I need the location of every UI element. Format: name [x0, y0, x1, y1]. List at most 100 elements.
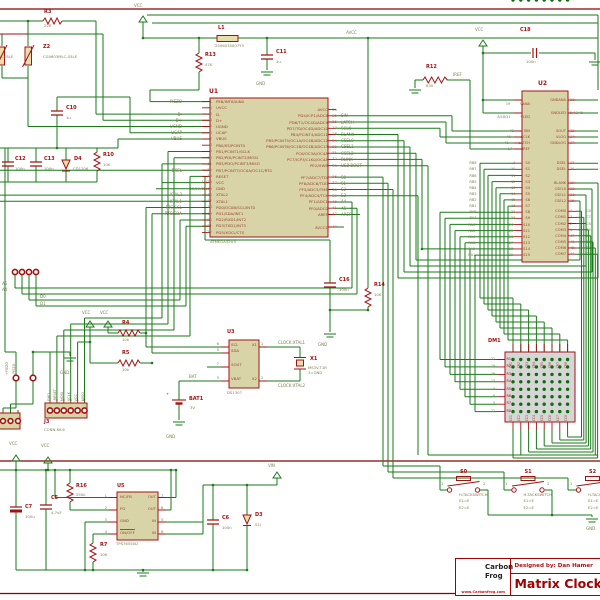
c18-value: 100n	[526, 59, 536, 64]
u3-pin5-num: 5	[216, 348, 219, 353]
dm1-body	[504, 351, 576, 423]
z2-value: CG0603MLC-05LE	[43, 53, 78, 59]
d4-symbol	[61, 159, 71, 171]
diode-symbols	[0, 44, 306, 526]
title-block: Carbon Frog www.Carbonfrog.com Designed …	[455, 558, 600, 596]
c10-ref: C10	[66, 105, 77, 111]
u1-body	[209, 97, 329, 238]
c12-ref: C12	[15, 155, 26, 162]
gnd-label-c11: GND	[256, 81, 266, 86]
u3-ref: U3	[227, 329, 235, 335]
r12-value: 630	[426, 83, 434, 88]
c16-symbol	[324, 282, 336, 288]
s1-e1: E1=E	[523, 498, 534, 503]
s2-value: H-TACKSWITCH	[588, 491, 600, 497]
led-matrix-dots	[511, 0, 570, 414]
c5-value: 4.7uF	[51, 510, 62, 515]
vcc-label-r4: VCC	[100, 310, 109, 315]
d3-value: S1J	[255, 521, 261, 527]
bat1-ref: BAT1	[189, 395, 204, 402]
c16-ref: C16	[339, 277, 350, 283]
l1-value: 2506035007Y3	[215, 42, 244, 48]
vcc-label-top: VCC	[134, 2, 143, 8]
r5-ref: R5	[122, 349, 130, 356]
designed-by: Designed by: Dan Hamer	[514, 563, 593, 569]
s0-e2: E2=E	[459, 504, 470, 510]
piezo-minus-label: -PIEZO	[11, 363, 16, 375]
resistor-symbols	[42, 16, 448, 563]
u3-pin6-num: 6	[216, 342, 219, 347]
piezo-plus-label: +PIEZO	[5, 361, 9, 375]
u5-pin1-num: 1	[104, 493, 107, 498]
x1-value: MS3V-T1R	[308, 364, 327, 370]
u3-pin3-name: VBAT	[231, 376, 242, 382]
s0-value: H-TACKSWITCH	[459, 491, 488, 497]
u5-pin3-name: GND	[120, 518, 129, 524]
z1-value: C-05LE	[0, 53, 14, 59]
x1-symbol	[296, 359, 304, 367]
d4-ref: D4	[74, 155, 82, 162]
vin-label: VIN	[268, 462, 275, 468]
j3-ref: J3	[44, 419, 50, 425]
pin-stubs	[109, 99, 576, 535]
u3-x1-name: X1	[251, 342, 257, 348]
x1-note: 3=GND	[308, 370, 323, 375]
d4-value: CD1206	[73, 166, 89, 171]
r10-value: 10K	[103, 162, 111, 167]
clock-xtal1-label: CLOCK:XTAL1	[278, 340, 306, 345]
r4-symbol	[117, 328, 141, 338]
u5-out8-name: OUT	[147, 506, 156, 512]
c12-symbol	[2, 161, 14, 167]
a5-label: A5	[2, 280, 8, 286]
u3-pin7-name: SOUT	[231, 362, 242, 368]
brand-name-bottom: Frog	[485, 572, 503, 580]
c6-symbol	[207, 519, 219, 525]
u5-ref: U5	[117, 483, 125, 489]
r14-ref: R14	[374, 282, 385, 288]
r10-symbol	[92, 151, 102, 172]
r13-ref: R13	[205, 52, 216, 58]
u3-x1-num: 1	[261, 342, 264, 347]
d0-label: D0	[40, 294, 46, 299]
u2-ref: U2	[538, 80, 548, 87]
c18-ref: C18	[520, 27, 531, 33]
u3-value: DS1307	[227, 389, 242, 395]
u3-body	[228, 339, 260, 389]
avcc-label: AVCC	[346, 30, 357, 35]
r13-symbol	[194, 52, 204, 73]
u5-in6-num: 6	[161, 530, 164, 535]
u5-out8-num: 8	[161, 506, 164, 511]
l1-body	[216, 35, 239, 42]
bat1-plus: +	[166, 391, 170, 396]
s1-e2: E2=E	[523, 504, 534, 510]
pad-d0	[25, 268, 33, 276]
u5-body	[116, 491, 159, 541]
d1-label: D1	[40, 300, 46, 306]
r3-ref: R3	[44, 8, 52, 15]
s1-pin1: 1	[505, 482, 508, 486]
gnd-label-piezo: GND	[60, 370, 70, 375]
r3-value: 22R	[44, 22, 52, 28]
l1-ref: L1	[218, 25, 225, 31]
switch-symbols	[446, 476, 600, 493]
c18-symbol	[532, 48, 538, 58]
r16-value: 250k	[76, 491, 86, 497]
r12-symbol	[422, 75, 448, 85]
u1-ref: U1	[209, 88, 219, 95]
r10-ref: R10	[103, 152, 114, 158]
c10-symbol	[51, 110, 63, 116]
s2-e2: E2=E	[588, 504, 599, 510]
c11-value: 1u	[276, 59, 281, 64]
d3-symbol	[242, 514, 252, 526]
